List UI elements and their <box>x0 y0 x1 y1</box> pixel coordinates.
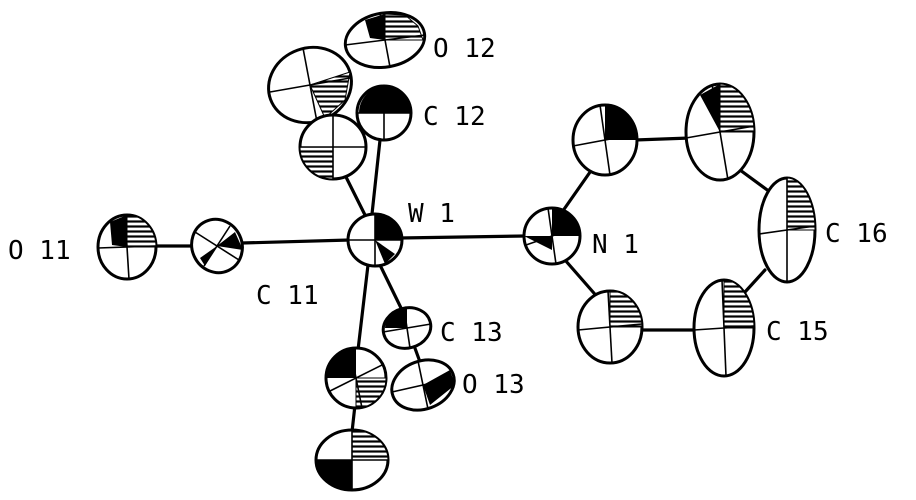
bond-w1-c13 <box>378 263 404 312</box>
atom-labels: O 12 C 12 W 1 N 1 C 16 O 11 C 11 C 13 C … <box>8 34 888 400</box>
atom-c13 <box>381 306 433 350</box>
label-o13: O 13 <box>462 370 525 400</box>
bond-n1-ring-lower <box>563 258 602 302</box>
bond-n1-ring-upper <box>558 163 597 217</box>
bond-ring-top <box>633 136 692 142</box>
label-c11: C 11 <box>256 281 319 311</box>
atom-n1 <box>522 206 582 266</box>
bond-w1-axial-lower <box>356 263 370 352</box>
atom-ring-lower-left <box>576 289 644 365</box>
label-w1: W 1 <box>408 199 455 229</box>
atom-c12 <box>355 84 413 142</box>
bonds <box>148 136 772 434</box>
atom-ring-upper-left <box>571 103 639 177</box>
bond-w1-n1 <box>398 234 527 240</box>
bond-ring-right-upper <box>738 168 772 194</box>
atom-c16 <box>757 176 817 284</box>
atom-c11 <box>190 217 244 275</box>
atom-ring-top-right <box>684 82 756 182</box>
atom-axial-upper <box>298 113 368 181</box>
label-c16: C 16 <box>825 219 888 249</box>
label-c12: C 12 <box>423 102 486 132</box>
label-c15: C 15 <box>766 317 829 347</box>
bond-lower-chain <box>350 403 357 434</box>
label-o12: O 12 <box>433 34 496 64</box>
atom-o13 <box>390 358 456 412</box>
label-c13: C 13 <box>440 318 503 348</box>
bond-c11-w1 <box>240 238 352 245</box>
label-n1: N 1 <box>592 230 639 260</box>
atom-o12 <box>343 11 427 69</box>
atom-c15 <box>692 278 756 378</box>
bond-ring-right-lower <box>743 268 767 294</box>
bond-w1-axial-upper <box>343 173 367 217</box>
atom-w1 <box>346 212 404 268</box>
label-o11: O 11 <box>8 236 71 266</box>
atom-axial-lower <box>324 346 388 410</box>
atom-bottom <box>314 428 390 492</box>
atom-o11 <box>96 213 158 281</box>
bond-w1-c12 <box>370 138 382 216</box>
